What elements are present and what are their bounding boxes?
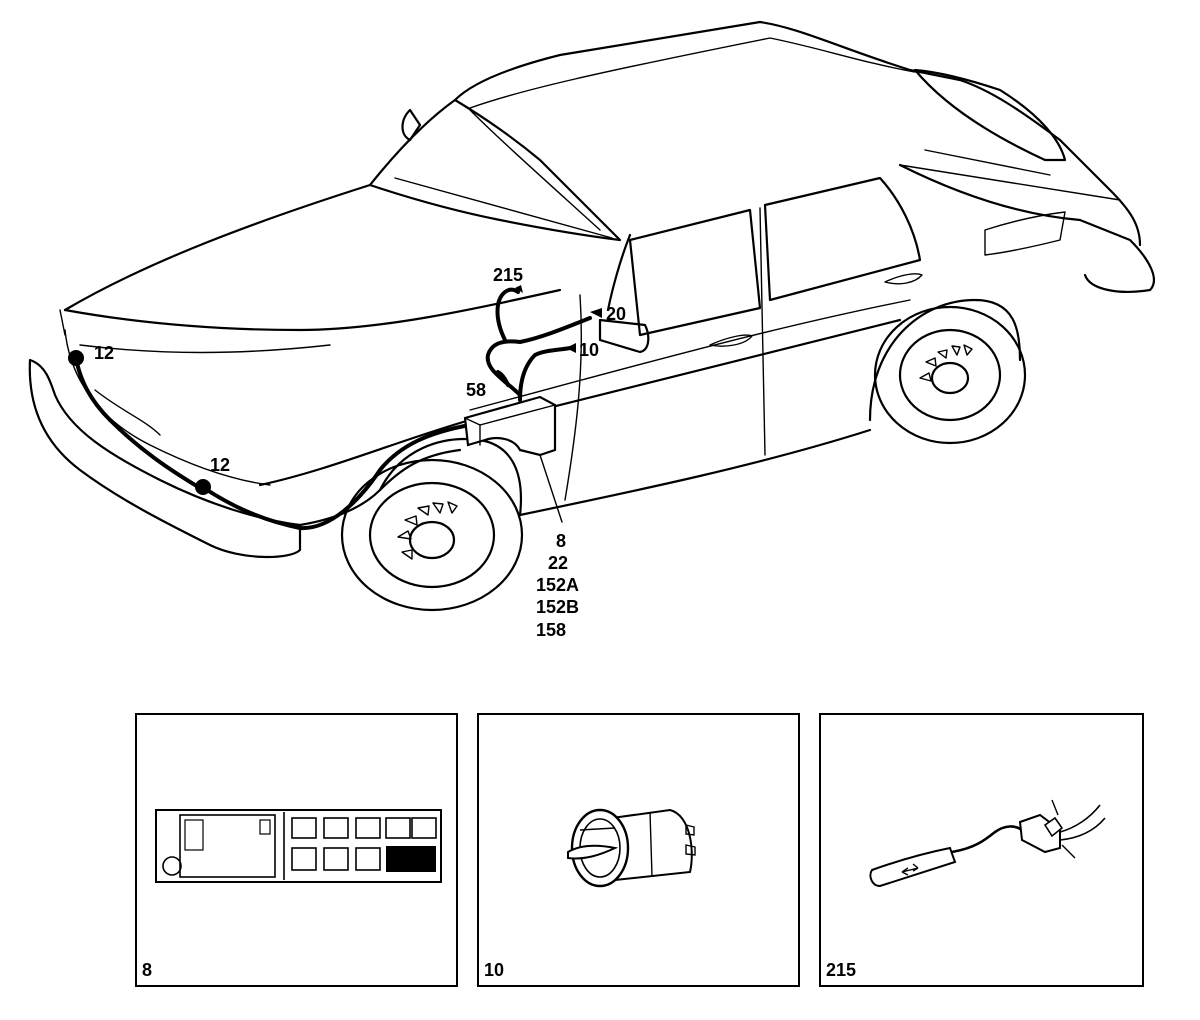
leader-line-fuse [539, 454, 563, 523]
connector-20 [590, 308, 602, 318]
wiring-harness [74, 287, 592, 531]
callout-215: 215 [493, 265, 523, 285]
callout-stack-item: 158 [536, 620, 566, 640]
rear-wheel [873, 305, 1027, 445]
stalk-switch-icon [869, 799, 1106, 888]
inset-panel-8: 8 [135, 713, 458, 987]
inset-label: 10 [484, 960, 504, 980]
inset-label: 215 [826, 960, 856, 980]
connector-215 [515, 285, 523, 293]
inset-label: 8 [142, 960, 152, 980]
front-lamp-connector-left [68, 350, 84, 366]
fuse-box-unit [463, 395, 557, 457]
front-wheel [340, 458, 524, 612]
callout-stack-item: 22 [548, 553, 568, 573]
front-lamp-connector-right [195, 479, 211, 495]
callout-10: 10 [579, 340, 599, 360]
inset-panel-10: 10 [477, 713, 800, 987]
car-body [28, 20, 1155, 558]
callout-stack-item: 152B [536, 597, 579, 617]
cigarette-lighter-socket-icon [567, 808, 696, 888]
callout-12-bottom: 12 [210, 455, 230, 475]
inset-panel-215: 215 [819, 713, 1144, 987]
fuse-box-icon [155, 809, 442, 883]
callout-20: 20 [606, 304, 626, 324]
connector-10 [566, 343, 576, 353]
callout-58: 58 [466, 380, 486, 400]
callout-stack-item: 8 [556, 531, 566, 551]
callout-12-top: 12 [94, 343, 114, 363]
callout-stack-item: 152A [536, 575, 579, 595]
